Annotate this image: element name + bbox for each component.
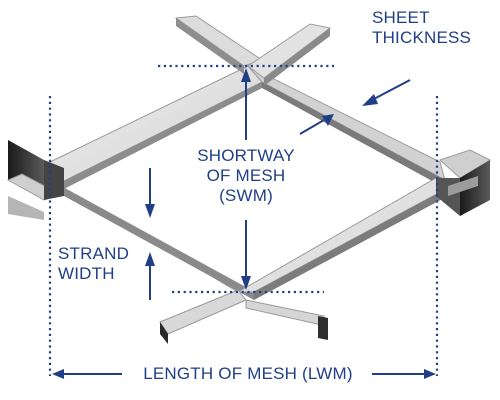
shortway-line-2: OF MESH (206, 166, 286, 185)
dimension-arrows (52, 68, 436, 379)
shortway-line-1: SHORTWAY (197, 146, 295, 165)
strand-top-cross (174, 15, 332, 86)
sheet-thickness-line-1: SHEET (372, 8, 430, 27)
shortway-label: SHORTWAY OF MESH (SWM) (178, 146, 314, 206)
sheet-thickness-label: SHEET THICKNESS (372, 8, 471, 48)
strand-bottom-cross (159, 289, 328, 344)
length-of-mesh-label: LENGTH OF MESH (LWM) (143, 364, 353, 383)
shortway-line-3: (SWM) (219, 186, 273, 205)
sheet-thickness-line-2: THICKNESS (372, 28, 472, 47)
dimension-dotted-lines (48, 64, 439, 376)
strand-left-end (6, 140, 64, 220)
strand-width-label: STRAND WIDTH (58, 244, 129, 284)
strand-width-line-1: STRAND (58, 244, 130, 263)
strand-width-line-2: WIDTH (58, 264, 115, 283)
sheet-thickness-arrow (371, 79, 411, 101)
thickness-strand-arrow (299, 119, 325, 135)
strand-right-end (436, 149, 492, 216)
